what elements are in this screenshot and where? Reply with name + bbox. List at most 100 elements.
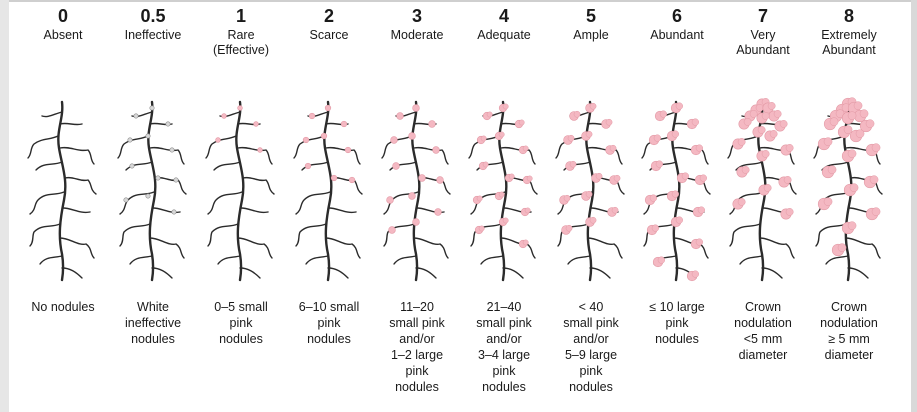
pink-nodule <box>494 131 505 141</box>
score-value: 8 <box>843 6 854 26</box>
lateral-root <box>761 267 783 279</box>
white-nodule <box>173 177 179 183</box>
lateral-root <box>825 255 849 265</box>
lateral-root <box>59 237 95 259</box>
pink-nodule <box>644 194 657 206</box>
lateral-root <box>154 176 187 195</box>
pink-nodule <box>494 191 505 201</box>
pink-nodule <box>817 137 833 151</box>
score-label-line: Moderate <box>390 28 444 42</box>
lateral-root <box>131 111 153 118</box>
score-description-line: and/or <box>486 332 522 346</box>
pink-nodule <box>646 224 659 236</box>
lateral-root <box>815 223 847 247</box>
pink-nodule <box>585 102 597 113</box>
right-border <box>911 0 917 412</box>
taproot <box>235 100 245 282</box>
pink-nodule <box>738 118 752 130</box>
score-description-line: nodules <box>131 332 175 346</box>
pink-nodule <box>330 174 338 182</box>
taproot <box>147 100 157 282</box>
lateral-root <box>739 255 763 265</box>
score-value: 7 <box>757 6 768 26</box>
lateral-root <box>207 191 243 215</box>
pink-nodule <box>774 120 788 132</box>
lateral-root <box>295 223 327 247</box>
pink-nodule <box>607 206 619 217</box>
pink-nodule <box>694 174 707 186</box>
lateral-root <box>117 135 149 159</box>
pink-nodule <box>474 225 485 235</box>
score-label-line: Absent <box>43 28 83 42</box>
root-drawing <box>293 100 363 282</box>
score-description-line: small pink <box>563 316 619 330</box>
root-drawing <box>117 100 187 282</box>
score-label-line: Rare <box>227 28 255 42</box>
score-label: Absent <box>22 28 104 43</box>
pink-nodule <box>434 208 442 216</box>
lateral-root <box>305 255 329 265</box>
lateral-root <box>413 146 449 165</box>
pink-nodule <box>304 162 312 170</box>
pink-nodule <box>841 111 857 125</box>
pink-nodule <box>768 110 782 122</box>
pink-nodule <box>253 121 259 127</box>
root-drawing <box>381 100 451 282</box>
pink-nodule <box>686 118 699 130</box>
lateral-root <box>673 237 709 259</box>
lateral-root <box>729 223 761 247</box>
lateral-root <box>207 223 239 247</box>
score-description-line: small pink <box>476 316 532 330</box>
pink-nodule <box>561 224 573 235</box>
root-drawing <box>27 100 97 282</box>
lateral-root <box>293 135 325 159</box>
score-description-line: pink <box>229 316 253 330</box>
score-description-line: nodules <box>307 332 351 346</box>
lateral-root <box>589 267 611 279</box>
score-label-line: Very <box>750 28 776 42</box>
pink-nodule <box>348 176 356 184</box>
score-label-line: Abundant <box>822 43 876 57</box>
white-nodule <box>145 193 151 199</box>
lateral-root <box>295 191 331 215</box>
pink-nodule <box>670 102 683 114</box>
white-nodule <box>171 209 177 215</box>
pink-nodule <box>732 198 746 210</box>
pink-nodule <box>666 190 679 202</box>
pink-nodule <box>520 207 531 217</box>
pink-nodule <box>841 221 857 235</box>
score-label: Rare(Effective) <box>200 28 282 58</box>
pink-nodule <box>585 216 597 227</box>
root-drawing <box>641 100 711 282</box>
score-value: 5 <box>585 6 596 26</box>
score-label-line: Abundant <box>650 28 704 42</box>
root-drawing <box>468 100 538 282</box>
lateral-root <box>59 122 83 126</box>
score-description-line: 6–10 small <box>298 300 360 314</box>
pink-nodule <box>690 144 703 156</box>
pink-nodule <box>686 270 699 282</box>
white-nodule <box>123 197 129 203</box>
score-description-line: <5 mm <box>743 332 783 346</box>
score-description-line: 0–5 small <box>214 300 268 314</box>
pink-nodule <box>408 132 416 140</box>
root-illustration <box>722 96 804 282</box>
score-value: 3 <box>411 6 422 26</box>
score-label: Ample <box>550 28 632 43</box>
pink-nodule <box>563 134 575 145</box>
lateral-root <box>476 161 504 171</box>
score-description-line: 5–9 large <box>564 348 618 362</box>
score-value: 0.5 <box>140 6 166 26</box>
pink-nodule <box>865 207 881 221</box>
score-description-line: pink <box>665 316 689 330</box>
pink-nodule <box>388 226 396 234</box>
pink-nodule <box>418 174 426 182</box>
lateral-root <box>587 146 623 165</box>
lateral-root <box>239 267 261 279</box>
